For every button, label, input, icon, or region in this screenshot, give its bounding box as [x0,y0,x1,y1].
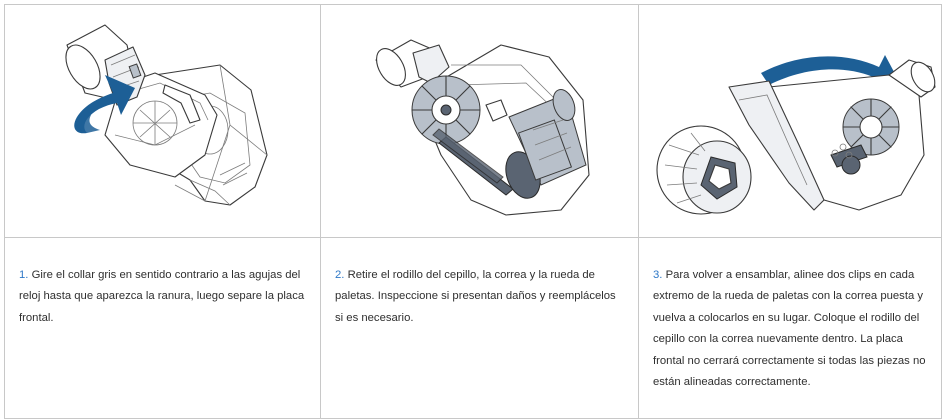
reassemble-illustration [656,55,936,215]
step-2-illustration-cell [321,5,639,238]
paddle-wheel [411,75,481,145]
rotate-collar-illustration [65,24,268,206]
assembled-housing [728,59,936,211]
rotate-arrow [74,75,135,134]
brush-roll [505,89,587,199]
separate-paddle-wheel [656,125,752,215]
text-row: 1. Gire el collar gris en sentido contra… [5,238,942,419]
step-2-text-cell: 2. Retire el rodillo del cepillo, la cor… [321,238,639,419]
step-2-text: 2. Retire el rodillo del cepillo, la cor… [335,265,624,329]
step-3-text-cell: 3. Para volver a ensamblar, alinee dos c… [639,238,942,419]
step-3-text: 3. Para volver a ensamblar, alinee dos c… [653,265,927,393]
step-1-description: Gire el collar gris en sentido contrario… [19,269,305,324]
instruction-table: 1. Gire el collar gris en sentido contra… [4,4,942,419]
step-3-number: 3. [653,269,663,281]
remove-brushroll-illustration [375,39,590,216]
step-1-text: 1. Gire el collar gris en sentido contra… [19,265,306,329]
step-2-number: 2. [335,269,345,281]
reassemble-arrow [761,55,901,89]
step-1-illustration-cell [5,5,321,238]
step-1-text-cell: 1. Gire el collar gris en sentido contra… [5,238,321,419]
step-2-description: Retire el rodillo del cepillo, la correa… [335,269,616,324]
step-1-number: 1. [19,269,29,281]
illustration-row [5,5,942,238]
step-3-description: Para volver a ensamblar, alinee dos clip… [653,269,926,389]
step-3-illustration-cell [639,5,942,238]
